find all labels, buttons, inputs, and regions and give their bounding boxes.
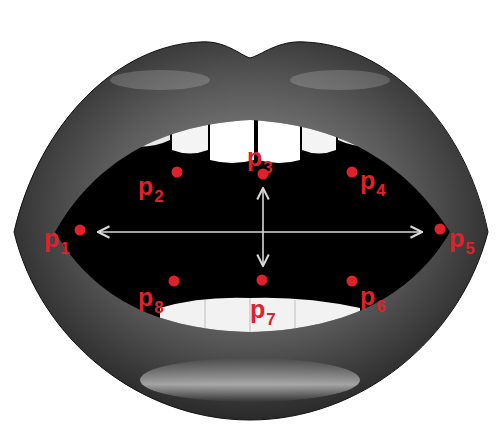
point-label: p7 [250,297,276,322]
point-label: p5 [449,226,475,251]
point-label: p6 [360,284,386,309]
point-label: p2 [138,174,164,199]
point-label: p3 [247,145,273,170]
point-label: p1 [44,226,70,251]
point-label: p8 [138,285,164,310]
point-label: p4 [360,168,386,193]
